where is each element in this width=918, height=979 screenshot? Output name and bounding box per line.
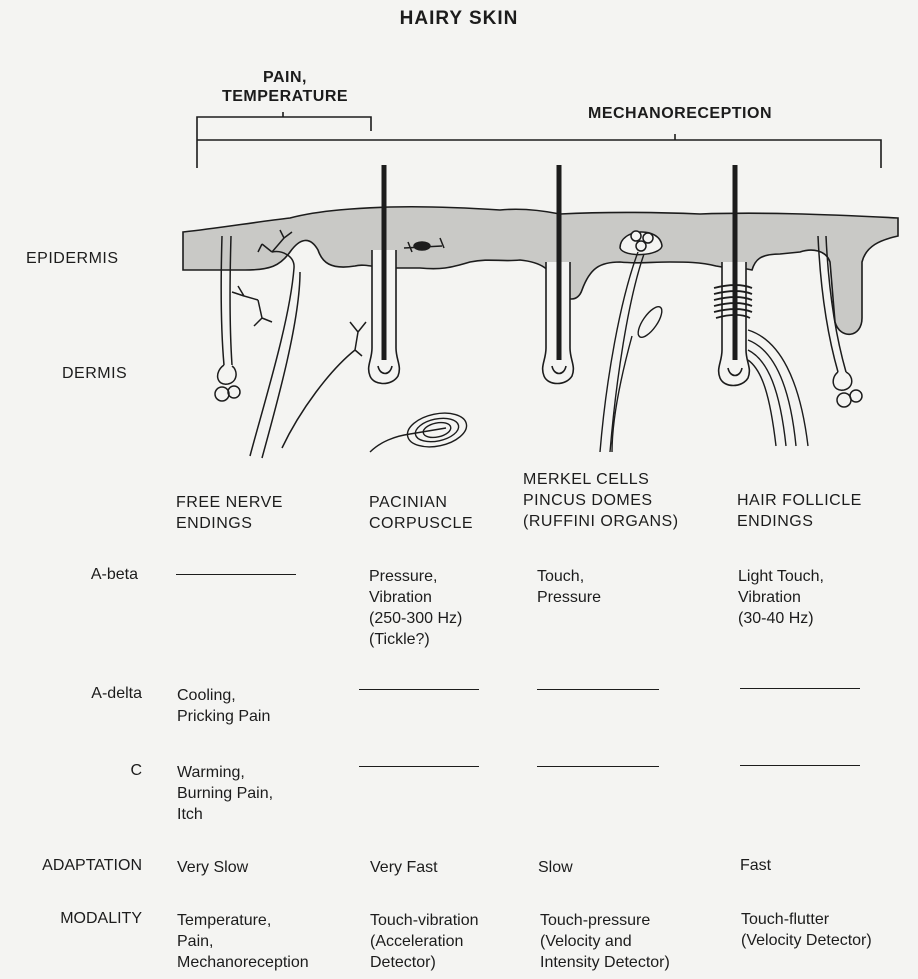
row-a-beta-merkel-cell: Touch, Pressure	[537, 566, 601, 608]
mechanoreception-bracket	[197, 140, 881, 168]
row-adaptation-pacinian-cell: Very Fast	[370, 857, 438, 878]
row-adaptation-hair-follicle-cell: Fast	[740, 855, 771, 876]
column-heading-free-nerve-endings: FREE NERVE ENDINGS	[176, 492, 283, 534]
row-c-pacinian-dash	[359, 766, 479, 767]
row-a-delta-hair-follicle-dash	[740, 688, 860, 689]
row-label-a-delta: A-delta	[22, 685, 142, 703]
row-a-beta-hair-follicle-cell: Light Touch, Vibration (30-40 Hz)	[738, 566, 824, 629]
row-modality-free-nerve-cell: Temperature, Pain, Mechanoreception	[177, 910, 309, 973]
epidermis-layer	[183, 207, 898, 335]
row-a-delta-merkel-dash	[537, 689, 659, 690]
row-label-adaptation: ADAPTATION	[22, 857, 142, 875]
row-c-hair-follicle-dash	[740, 765, 860, 766]
pain-bracket	[197, 117, 371, 168]
row-a-delta-pacinian-dash	[359, 689, 479, 690]
row-label-modality: MODALITY	[22, 910, 142, 928]
column-heading-merkel-cells: MERKEL CELLS PINCUS DOMES (RUFFINI ORGAN…	[523, 469, 679, 532]
column-heading-pacinian-corpuscle: PACINIAN CORPUSCLE	[369, 492, 473, 534]
row-label-c: C	[22, 762, 142, 780]
row-adaptation-merkel-cell: Slow	[538, 857, 573, 878]
row-a-delta-free-nerve-cell: Cooling, Pricking Pain	[177, 685, 270, 727]
row-adaptation-free-nerve-cell: Very Slow	[177, 857, 248, 878]
row-modality-hair-follicle-cell: Touch-flutter (Velocity Detector)	[741, 909, 872, 951]
row-modality-pacinian-cell: Touch-vibration (Acceleration Detector)	[370, 910, 479, 973]
row-c-merkel-dash	[537, 766, 659, 767]
column-heading-hair-follicle-endings: HAIR FOLLICLE ENDINGS	[737, 490, 862, 532]
row-label-a-beta: A-beta	[18, 566, 138, 584]
row-c-free-nerve-cell: Warming, Burning Pain, Itch	[177, 762, 273, 825]
row-a-beta-pacinian-cell: Pressure, Vibration (250-300 Hz) (Tickle…	[369, 566, 462, 650]
row-a-beta-free-nerve-dash	[176, 574, 296, 575]
row-modality-merkel-cell: Touch-pressure (Velocity and Intensity D…	[540, 910, 670, 973]
